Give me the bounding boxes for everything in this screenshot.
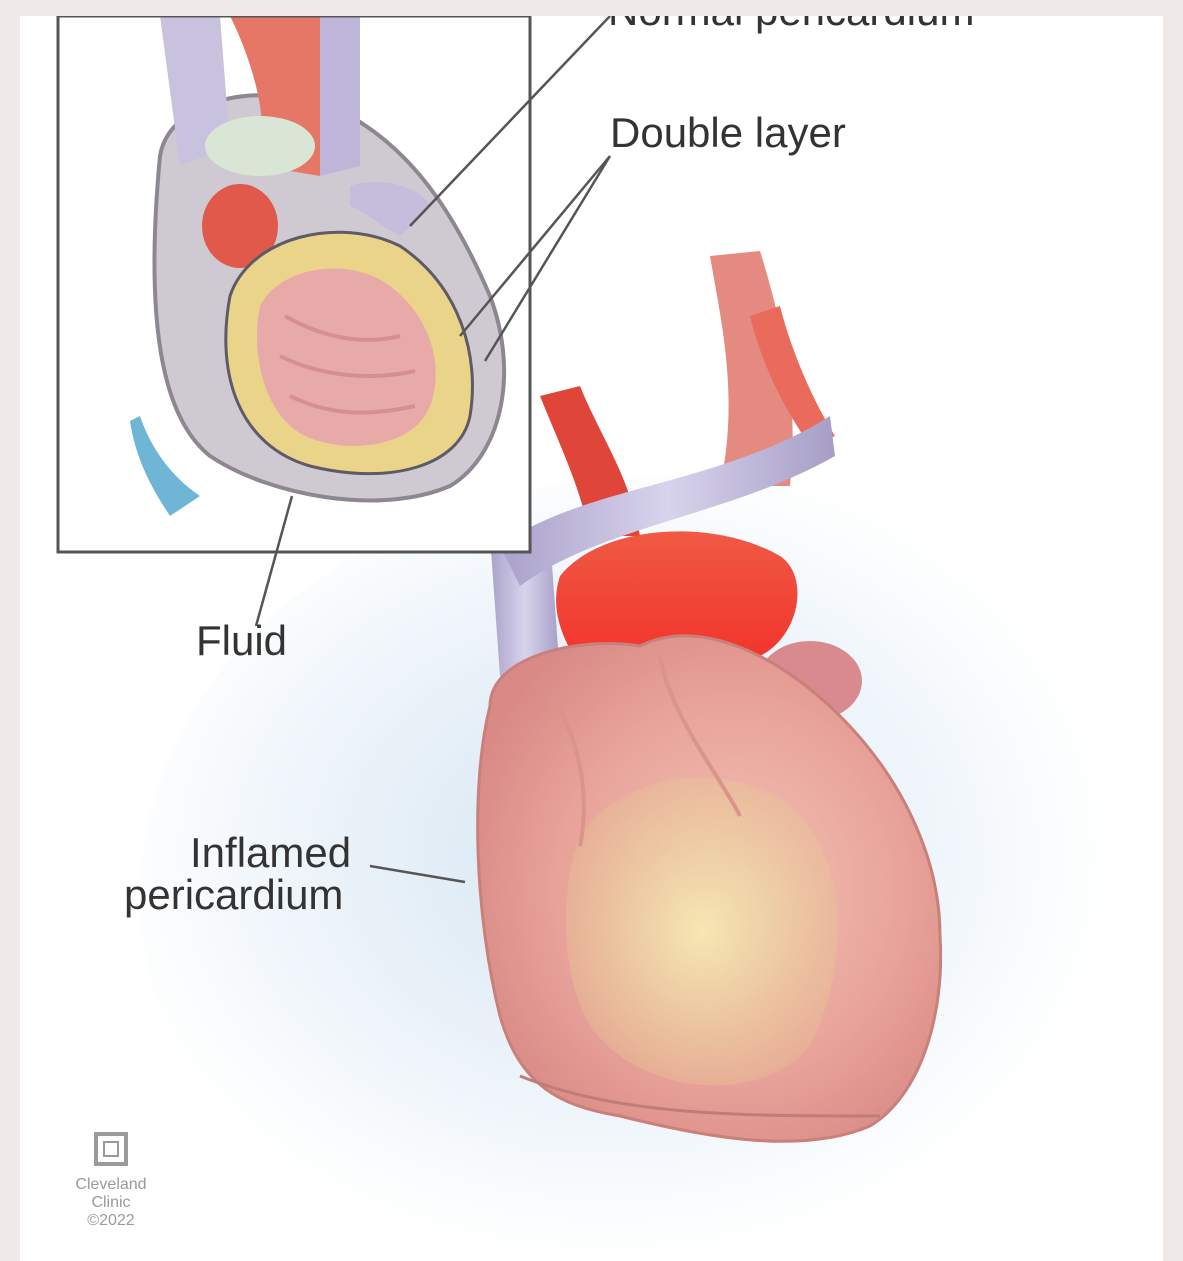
cleveland-clinic-logo-icon	[96, 1134, 126, 1164]
label-normal-pericardium: Normal pericardium	[608, 16, 974, 32]
logo-text: Cleveland Clinic ©2022	[46, 1176, 176, 1230]
label-inflamed-line1: Inflamed	[190, 832, 351, 874]
label-fluid: Fluid	[196, 620, 287, 662]
logo-line: Cleveland	[46, 1176, 176, 1194]
logo-copyright: ©2022	[46, 1212, 176, 1230]
label-inflamed-line2: pericardium	[124, 874, 343, 916]
logo-line: Clinic	[46, 1194, 176, 1212]
label-double-layer: Double layer	[610, 112, 846, 154]
inset-cross-section	[58, 16, 530, 552]
epicardial-fat	[566, 778, 838, 1086]
pericarditis-illustration	[20, 16, 1163, 1261]
illustration-canvas: Normal pericardium Double layer Fluid In…	[20, 16, 1163, 1261]
